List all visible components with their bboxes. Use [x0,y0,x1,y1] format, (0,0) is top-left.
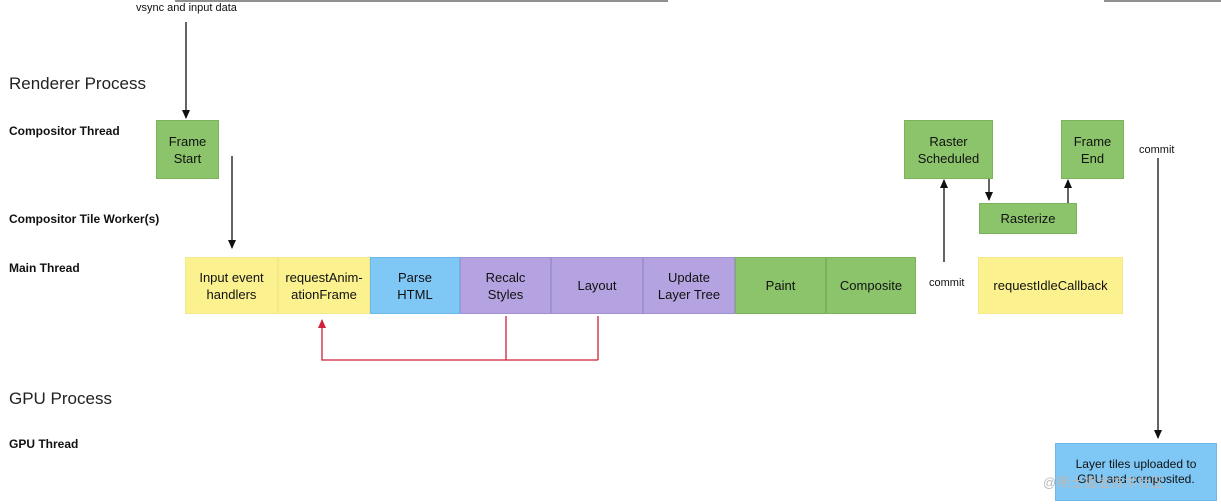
tile-worker-label: Compositor Tile Worker(s) [9,212,160,226]
commit-label-main: commit [929,277,965,289]
recalc-styles-box: Recalc Styles [460,257,551,314]
frame-start-box: Frame Start [156,120,219,179]
feedback-arrow [318,316,507,361]
vsync-label: vsync and input data [136,2,237,14]
main-thread-label: Main Thread [9,261,80,275]
rasterize-box: Rasterize [979,203,1077,234]
gpu-thread-label: GPU Thread [9,437,79,451]
input-event-handlers-box: Input event handlers [185,257,278,314]
raster-scheduled-box: Raster Scheduled [904,120,993,179]
composite-box: Composite [826,257,916,314]
layout-box: Layout [551,257,643,314]
request-animation-frame-box: requestAnim- ationFrame [278,257,370,314]
paint-box: Paint [735,257,826,314]
layer-tiles-box: Layer tiles uploaded to GPU and composit… [1055,443,1217,501]
parse-html-box: Parse HTML [370,257,460,314]
frame-end-box: Frame End [1061,120,1124,179]
watermark: @稀土掘金技术社区 [1043,475,1165,490]
compositor-thread-label: Compositor Thread [9,124,120,138]
request-idle-callback-box: requestIdleCallback [978,257,1123,314]
commit-label-top: commit [1139,144,1175,156]
renderer-process-heading: Renderer Process [9,74,147,93]
update-layer-tree-box: Update Layer Tree [643,257,735,314]
gpu-process-heading: GPU Process [9,389,112,408]
